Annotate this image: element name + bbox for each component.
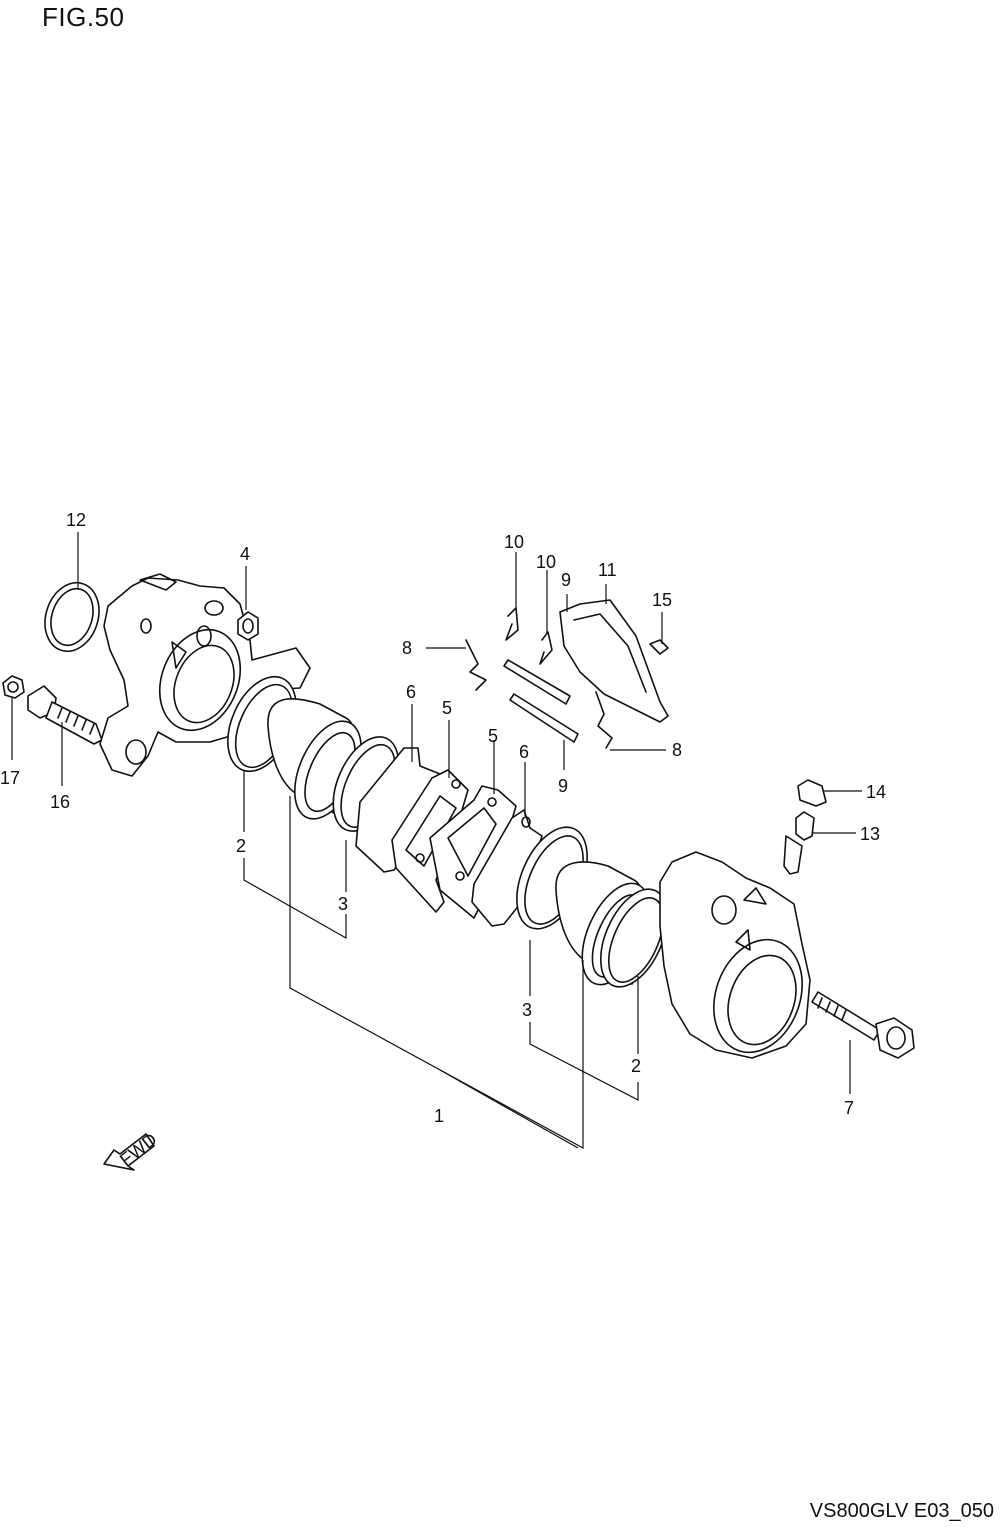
callout-9: 9	[561, 570, 571, 590]
caliper-left-half	[99, 573, 311, 777]
callout-15: 15	[652, 590, 672, 610]
callout-4: 4	[240, 544, 250, 564]
callout-8: 8	[402, 638, 412, 658]
callout-2: 2	[631, 1056, 641, 1076]
screw-part-15	[649, 639, 669, 655]
pad-pin-part-9-upper	[503, 659, 571, 705]
bleeder-valve-part-13	[783, 811, 815, 875]
callout-3: 3	[338, 894, 348, 914]
pad-cover-part-11	[559, 599, 669, 723]
callout-8: 8	[672, 740, 682, 760]
fwd-label: FWD	[116, 1129, 161, 1170]
piston-seal-part-2-right	[600, 888, 668, 988]
callout-9: 9	[558, 776, 568, 796]
fwd-arrow-icon: FWD	[103, 1129, 161, 1171]
callout-5: 5	[488, 726, 498, 746]
callout-3: 3	[522, 1000, 532, 1020]
callout-2: 2	[236, 836, 246, 856]
callout-11: 11	[598, 560, 617, 580]
figure-title: FIG.50	[42, 2, 125, 32]
bolt-part-7	[811, 991, 915, 1059]
cap-part-12	[44, 581, 100, 653]
nut-part-17	[2, 675, 25, 699]
callout-13: 13	[860, 824, 880, 844]
callout-6: 6	[406, 682, 416, 702]
callout-12: 12	[66, 510, 86, 530]
callout-6: 6	[519, 742, 529, 762]
bleeder-cap-part-14	[797, 779, 827, 807]
bleeder-cap-part-4	[237, 611, 259, 641]
pad-spring-part-8-upper	[465, 639, 487, 691]
pin-clip-part-10-b	[539, 631, 553, 665]
callout-1: 1	[434, 1106, 444, 1126]
callout-17: 17	[0, 768, 20, 788]
callout-10: 10	[504, 532, 524, 552]
caliper-right-half	[659, 851, 811, 1059]
leader-lines	[11, 532, 862, 1150]
pad-pin-part-9-lower	[509, 693, 579, 743]
pad-spring-part-8-lower	[595, 691, 613, 749]
callout-10: 10	[536, 552, 556, 572]
callout-7: 7	[844, 1098, 854, 1118]
pin-clip-part-10-a	[505, 607, 519, 641]
callout-16: 16	[50, 792, 70, 812]
callout-labels: 12 4 10 10 9 11 15 8 6 5 5 6 8 9 17 16 1…	[0, 510, 886, 1126]
callout-5: 5	[442, 698, 452, 718]
model-code: VS800GLV E03_050	[809, 1500, 994, 1522]
bolt-part-16	[27, 685, 103, 745]
callout-14: 14	[866, 782, 886, 802]
